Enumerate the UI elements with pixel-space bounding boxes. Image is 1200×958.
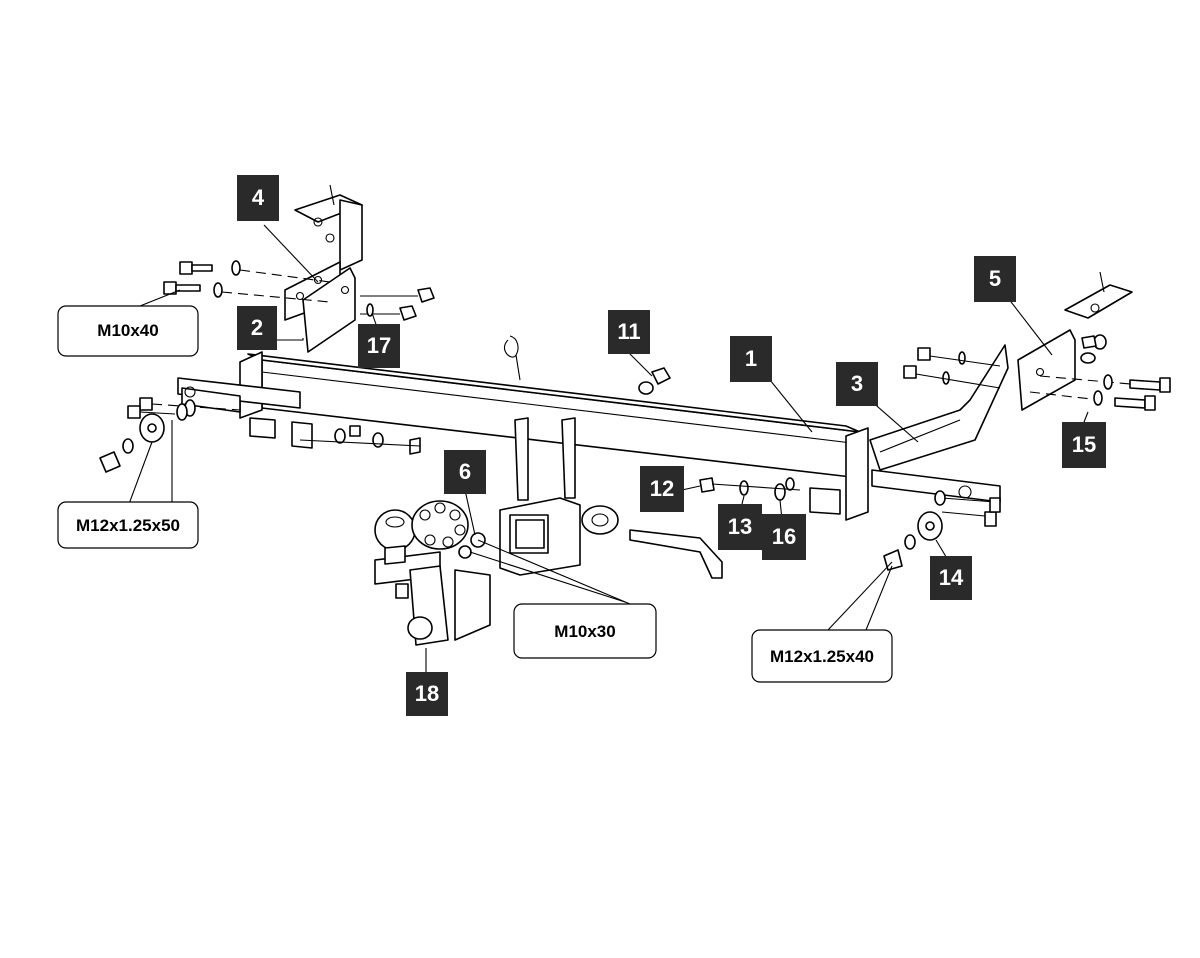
badge-13: 13 [718,504,762,550]
badge-1-text: 1 [745,346,757,371]
badge-12: 12 [640,466,684,512]
badge-17: 17 [358,324,400,368]
label-m12x40: M12x1.25x40 [751,629,893,683]
bracket-2 [302,267,356,353]
badge-17-text: 17 [367,333,391,358]
label-m10x40: M10x40 [57,305,199,357]
badge-15: 15 [1062,422,1106,468]
badge-1: 1 [730,336,772,382]
badge-4-text: 4 [252,185,265,210]
left-lower-bolts [99,397,421,473]
left-upper-bolts [163,260,435,321]
badge-11-text: 11 [617,319,640,344]
badge-18-text: 18 [415,681,439,706]
badge-13-text: 13 [728,514,752,539]
badge-5-text: 5 [989,266,1001,291]
badge-6-text: 6 [459,459,471,484]
badge-15-text: 15 [1072,432,1096,457]
left-side-rail [177,377,313,449]
badge-6: 6 [444,450,486,494]
label-m12x50-text: M12x1.25x50 [76,516,180,535]
badge-5: 5 [974,256,1016,302]
badge-2-text: 2 [251,315,263,340]
bracket-5 [1017,271,1133,411]
badge-18: 18 [406,672,448,716]
label-m10x30: M10x30 [513,603,657,659]
hitch-receiver [499,335,723,579]
badge-11: 11 [608,310,650,354]
badge-16: 16 [762,514,806,560]
badge-3-text: 3 [851,371,863,396]
badge-2: 2 [237,306,277,350]
bracket-4 [284,184,363,321]
badge-14: 14 [930,556,972,600]
label-m12x40-text: M12x1.25x40 [770,647,874,666]
label-m10x30-text: M10x30 [554,622,615,641]
label-m12x50: M12x1.25x50 [57,501,199,549]
right-lower-bolts [638,367,1001,571]
badge-4: 4 [237,175,279,221]
badge-16-text: 16 [772,524,796,549]
crossbar [239,351,869,521]
right-upper-bolts [903,334,1171,411]
ball-mount [374,500,491,646]
badge-14-text: 14 [939,565,964,590]
badge-3: 3 [836,362,878,406]
right-side-rail [869,344,1009,503]
label-m10x40-text: M10x40 [97,321,158,340]
badge-12-text: 12 [650,476,674,501]
